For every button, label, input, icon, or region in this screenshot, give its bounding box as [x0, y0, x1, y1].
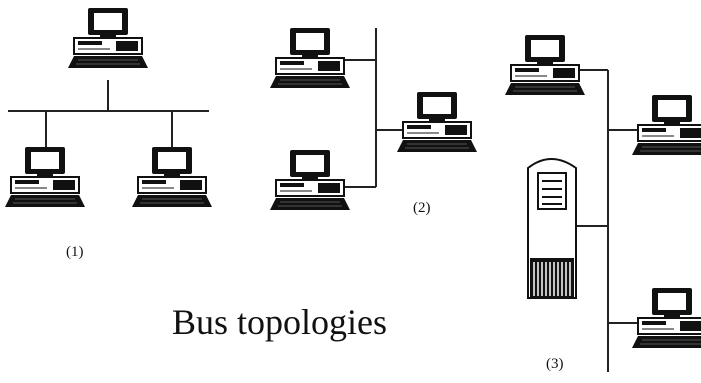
computer-icon	[504, 34, 586, 96]
diagram-caption: Bus topologies	[172, 302, 388, 342]
computer-icon	[67, 7, 149, 69]
topology-3-label: (3)	[546, 356, 564, 372]
computer-icon	[396, 91, 478, 153]
computer-icon	[269, 149, 351, 211]
topology-2	[269, 27, 478, 211]
server-icon	[527, 158, 577, 299]
topology-3	[504, 34, 701, 372]
computer-icon	[131, 146, 213, 208]
topology-1	[4, 7, 213, 208]
computer-icon	[4, 146, 86, 208]
computer-icon	[631, 94, 701, 156]
topology-2-label: (2)	[413, 200, 431, 216]
topology-1-label: (1)	[66, 244, 84, 260]
computer-icon	[269, 27, 351, 89]
computer-icon	[631, 287, 701, 349]
